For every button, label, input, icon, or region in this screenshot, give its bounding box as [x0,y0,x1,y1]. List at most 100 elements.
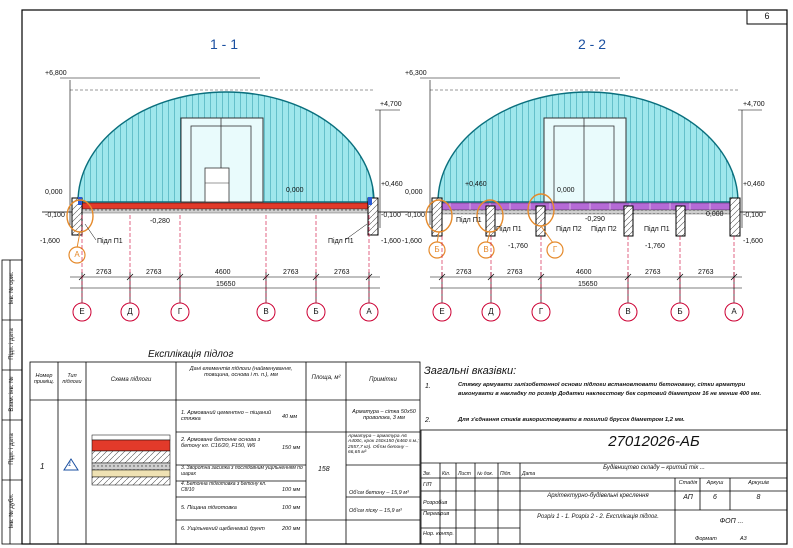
company-name: ФОП ... [719,518,744,525]
layer-4-thk: 100 мм [282,487,301,493]
layer-6-name: 6. Ущільнений щебеневий ґрунт [181,526,265,532]
dim-1-2: 2763 [146,269,162,276]
callout-label-v: В [483,245,489,254]
note-3: Об'єм бетону – 15,9 м³ [349,490,409,496]
title-block-grid [420,429,788,545]
tb-head-0: Зм. [423,471,431,477]
stage-value: АП [683,494,693,501]
layer-6-thk: 200 мм [282,526,301,532]
doc-code: 27012026-АБ [608,433,700,450]
format-label: Формат [695,536,717,542]
floor-table-grid [29,361,421,545]
side-stamp-0: Інв. № ориг. [9,271,15,305]
sheet-value: 6 [713,494,717,501]
floor-label-2e: Підл П1 [644,226,670,233]
axis-2-3: В [625,307,631,316]
callout-label-a: А [74,250,80,259]
axis-1-3: В [263,307,269,316]
floor-label-2b: Підл П1 [496,226,522,233]
dim-2-5: 2763 [698,269,714,276]
level-right-2a: +0,460 [743,181,765,188]
level-inner-2a: 0,000 [557,187,575,194]
floor-label-2d: Підл П2 [591,226,617,233]
dim-2-4: 2763 [645,269,661,276]
floor-table-title: Експлікація підлог [148,349,234,360]
general-note-1-text: Стяжку армувати залізобетонної основи пі… [458,382,762,397]
layer-2-thk: 150 мм [282,445,301,451]
sheet-head: Аркуш [706,480,724,486]
level-right-1: +4,700 [380,101,402,108]
level-right-1b: -0,100 [381,212,401,219]
section-2-2 [400,77,766,322]
object-name: Будівництво складу – критий тік ... [603,465,705,471]
general-notes-title: Загальні вказівки: [424,365,517,377]
dim-2-3: 4600 [576,269,592,276]
callout-label-b: Б [434,245,440,254]
role-checker: Перевірив [423,511,450,517]
general-note-1-num: 1. [425,383,431,390]
table-header-room: Номер приміщ. [33,373,55,385]
axis-1-2: Г [177,307,183,316]
floor-type-triangle [63,458,79,471]
level-right-2c: -0,100 [743,212,763,219]
level-inner-1b: -0,280 [150,218,170,225]
dim-1-5: 2763 [334,269,350,276]
level-left-2c: -0,100 [405,212,425,219]
axis-1-4: Б [313,307,319,316]
layer-3-name: 3. Зворотна засипка з послідовним ущільн… [181,465,303,477]
tb-head-1: Кіл. [442,471,451,477]
layer-1-thk: 40 мм [282,414,298,420]
layer-5-name: 5. Піщана підготовка [181,505,237,511]
axis-2-0: Е [439,307,445,316]
level-left-2d: -1,600 [402,238,422,245]
level-left-1c: -1,600 [40,238,60,245]
floor-label-1a: Підл П1 [97,238,123,245]
dim-1-3: 4600 [215,269,231,276]
note-1: Арматура – сітка 50х50 проволока, 3 мм [352,409,416,422]
sheet-number: 6 [764,11,770,21]
tb-head-2: Лист [458,471,471,477]
floor-area: 158 [318,466,330,473]
level-right-1c: -1,600 [381,238,401,245]
side-stamp-4: Інв. № дубл. [9,493,15,529]
axis-1-0: Е [79,307,85,316]
level-inner-1a: 0,000 [286,187,304,194]
level-right-2b: 0,000 [706,211,724,218]
section-title-2: 2 - 2 [578,36,607,52]
floor-label-1b: Підл П1 [328,238,354,245]
floor-layer-schema [91,434,171,486]
level-right-1a: +0,460 [381,181,403,188]
role-developer: Розробив [423,500,448,506]
axis-2-2: Г [538,307,544,316]
role-norm-control: Нор. контр. [423,531,454,537]
level-left-2a: 0,000 [405,189,423,196]
level-left-1a: 0,000 [45,189,63,196]
table-header-schema: Схема підлоги [110,377,152,383]
table-header-elements: Дані елементів підлоги (найменування, то… [189,366,293,379]
layer-1-name: 1. Армований цементно – піщаний стяжка [181,410,272,423]
layer-5-thk: 100 мм [282,505,301,511]
general-note-2-text: Для з'єднання стиків використовувати в п… [458,417,685,423]
floor-label-2a: Підл П1 [456,217,482,224]
axis-1-1: Д [127,307,133,316]
sheets-head: Аркушів [748,480,769,486]
gate-2 [543,117,627,203]
axis-2-5: А [731,307,737,316]
level-top-1: +6,800 [45,70,67,77]
axis-1-5: А [366,307,372,316]
dim-2-total: 15650 [578,281,598,288]
level-inner-2b: -0,290 [585,216,605,223]
note-4: Об'єм піску – 15,9 м³ [349,508,402,514]
section-name: Архітектурно-будівельні креслення [547,493,649,499]
side-stamp-3: Підп. і дата [9,433,15,465]
general-note-2-num: 2. [425,417,431,424]
section-1-1 [42,77,408,322]
format-value: А3 [740,536,747,542]
side-stamp [1,259,23,545]
level-right-2: +4,700 [743,101,765,108]
level-top-2: +6,300 [405,70,427,77]
dim-2-2: 2763 [507,269,523,276]
layer-4-name: 4. Бетонна підготовка з бетону кл. С8/10 [181,481,267,493]
floor-slab-1 [73,202,378,210]
